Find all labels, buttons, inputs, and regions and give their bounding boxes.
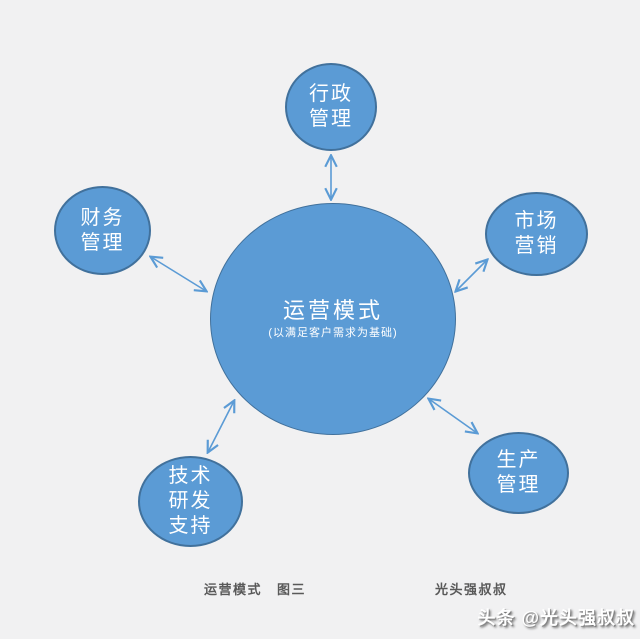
- caption-figure-number: 图三: [277, 582, 307, 597]
- node-label-line: 生产: [496, 449, 541, 471]
- node-label-line: 研发: [168, 490, 213, 512]
- node-label-line: 技术: [168, 465, 213, 487]
- node-admin-management: 行政 管理: [285, 63, 377, 151]
- arrow-center-production: [429, 399, 477, 433]
- figure-caption: 运营模式 图三: [204, 579, 306, 598]
- node-label-line: 市场: [514, 210, 559, 232]
- node-label-line: 财务: [80, 206, 125, 229]
- node-label-line: 营销: [514, 235, 559, 257]
- center-node-title: 运营模式: [282, 297, 383, 323]
- center-node-subtitle: (以满足客户需求为基础): [268, 326, 398, 339]
- arrow-center-marketing: [456, 260, 487, 291]
- toutiao-watermark: 头条 @光头强叔叔: [477, 608, 635, 628]
- node-label-line: 管理: [309, 108, 353, 130]
- author-caption: 光头强叔叔: [435, 579, 508, 598]
- arrow-center-finance: [151, 257, 206, 291]
- node-tech-rd-support: 技术 研发 支持: [138, 456, 243, 547]
- caption-author: 光头强叔叔: [435, 582, 508, 597]
- node-production-management: 生产 管理: [468, 432, 569, 514]
- node-operating-model: 运营模式 (以满足客户需求为基础): [210, 203, 456, 435]
- node-label-line: 支持: [168, 515, 213, 537]
- node-label-line: 行政: [309, 83, 353, 105]
- node-marketing: 市场 营销: [485, 192, 588, 276]
- node-label-line: 管理: [496, 474, 541, 496]
- node-label-line: 管理: [80, 231, 125, 254]
- node-finance-management: 财务 管理: [54, 186, 151, 275]
- caption-title: 运营模式: [204, 582, 263, 597]
- arrow-center-tech: [208, 401, 234, 452]
